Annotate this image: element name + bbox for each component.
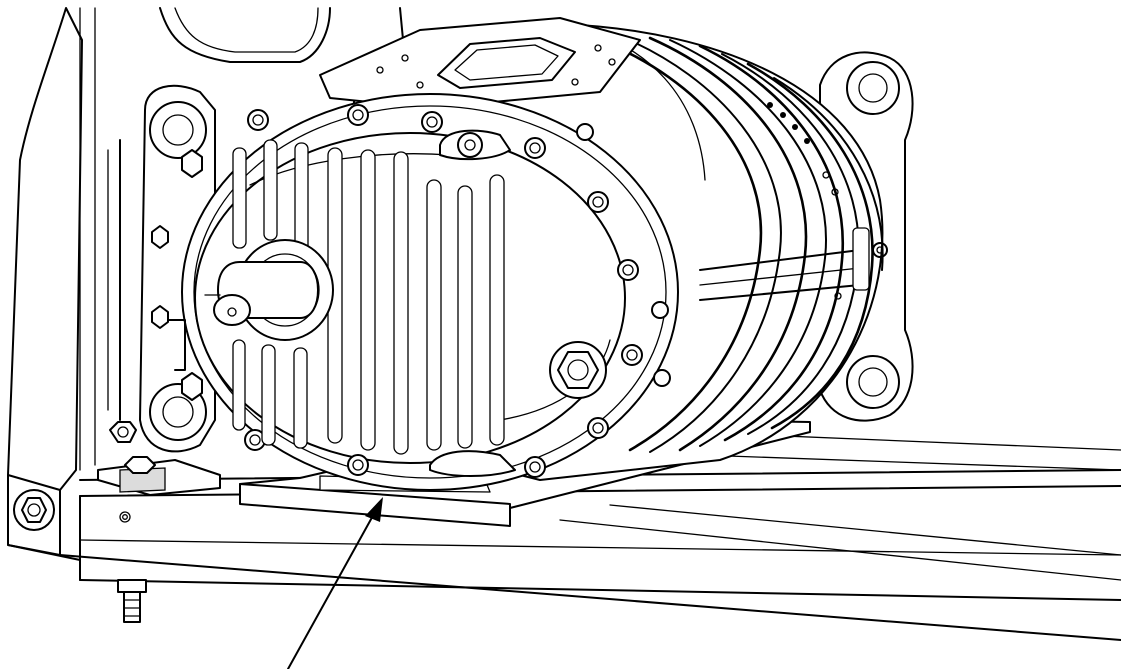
side-hex-bolts — [151, 149, 203, 401]
cover-bolt-socket — [626, 349, 638, 361]
body-bolt — [653, 369, 671, 387]
drive-shaft — [204, 239, 334, 341]
cover-bolt-socket — [529, 461, 541, 473]
cover-bolt-socket — [352, 459, 364, 471]
cover-bolt — [347, 104, 369, 126]
cover-bolt — [524, 137, 546, 159]
cover-bolt-socket — [622, 264, 634, 276]
cover-bolt — [617, 259, 639, 281]
frame-bolts — [13, 421, 156, 531]
body-bolt — [576, 123, 594, 141]
lower-fitting — [429, 450, 516, 477]
cover-bolt — [587, 191, 609, 213]
top-port — [319, 17, 641, 109]
cover-bolt-socket — [249, 434, 261, 446]
cover-bolt-socket — [529, 142, 541, 154]
leveling-foot — [117, 579, 147, 623]
cover-bolt — [524, 456, 546, 478]
cover-bolt-socket — [592, 196, 604, 208]
cover-bolt-socket — [252, 114, 264, 126]
cover-bolt — [347, 454, 369, 476]
cover-bolt — [587, 417, 609, 439]
oil-sight-fitting — [439, 129, 511, 161]
callout-arrow — [287, 497, 383, 669]
drain-plug — [549, 341, 607, 399]
cover-bolt-socket — [592, 422, 604, 434]
cover-bolts — [244, 104, 671, 478]
cover-bolt-socket — [352, 109, 364, 121]
cover-bolt — [421, 111, 443, 133]
body-bolt — [651, 301, 669, 319]
cover-bolt — [247, 109, 269, 131]
cover-bolt — [621, 344, 643, 366]
vent-slots — [232, 139, 505, 455]
cover-bolt-socket — [426, 116, 438, 128]
